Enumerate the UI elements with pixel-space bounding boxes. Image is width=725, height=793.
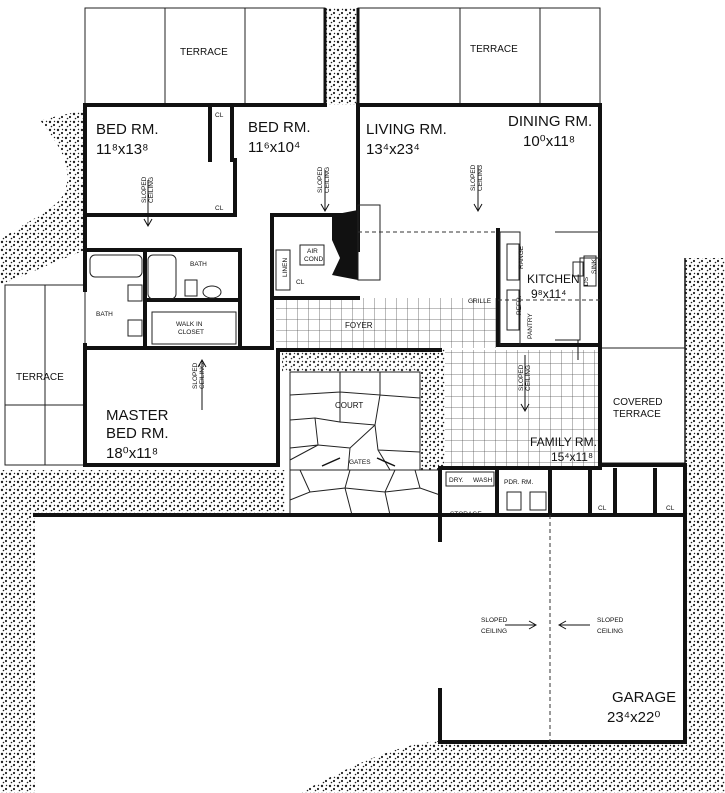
bed-room-2-dims: 11⁶x10⁴	[248, 139, 300, 156]
closet-label-c: CL	[296, 279, 305, 286]
garage-dims: 23⁴x22⁰	[607, 709, 660, 726]
closet-label-b: CL	[215, 205, 224, 212]
terrace-label-west: TERRACE	[16, 372, 64, 383]
linen-label: LINEN	[282, 258, 289, 277]
bath-master-label: BATH	[96, 311, 113, 318]
walk-in-label-1: WALK IN	[176, 321, 203, 328]
bed-room-1-name: BED RM.	[96, 121, 159, 138]
sloped-label-garage-left-1: SLOPED	[481, 617, 508, 624]
family-room-name: FAMILY RM.	[530, 435, 597, 449]
sloped-label-garage-right-2: CEILING	[597, 628, 623, 635]
terrace-label-top-right: TERRACE	[470, 44, 518, 55]
bed-room-1-dims: 11⁸x13⁸	[96, 141, 148, 158]
sloped-arrows	[143, 165, 590, 630]
grille-label: GRILLE	[468, 298, 492, 305]
court-paving	[289, 371, 441, 516]
walk-in-label-2: CLOSET	[178, 329, 204, 336]
bath-fixtures	[89, 244, 325, 345]
bath-upper-label: BATH	[190, 261, 207, 268]
family-room-dims: 15⁴x11⁸	[551, 450, 593, 464]
dining-room-dims: 10⁰x11⁸	[523, 133, 575, 150]
refr-label: REFR.	[516, 295, 523, 315]
powder-room-label: PDR. RM.	[504, 479, 533, 486]
air-cond-label-2: COND.	[304, 256, 325, 263]
storage-label: STORAGE	[450, 511, 482, 518]
gates-label: GATES	[349, 459, 371, 466]
kitchen-counters	[499, 231, 601, 346]
landscape-gravel	[0, 8, 725, 793]
walls	[33, 8, 687, 744]
kitchen-name: KITCHEN	[527, 272, 580, 286]
fireplace	[332, 210, 358, 280]
wash-label: WASH	[473, 477, 493, 484]
sloped-label-master-2: CEILING	[199, 363, 206, 389]
bed-room-2-name: BED RM.	[248, 119, 311, 136]
pdr-toilet	[506, 491, 522, 511]
family-floor	[445, 350, 600, 468]
sloped-label-living-2: CEILING	[477, 165, 484, 191]
master-name-line1: MASTER	[106, 407, 169, 424]
pantry-label: PANTRY	[527, 313, 534, 339]
terrace-label-top-left: TERRACE	[180, 47, 228, 58]
air-cond-label-1: AIR	[307, 248, 318, 255]
master-name-line2: BED RM.	[106, 425, 169, 442]
sloped-label-bed2-1: SLOPED	[317, 166, 324, 193]
ds-label: DS	[583, 276, 590, 286]
closet-label-e: CL	[666, 505, 675, 512]
closet-label-d: CL	[598, 505, 607, 512]
sloped-label-garage-left-2: CEILING	[481, 628, 507, 635]
court-label: COURT	[335, 401, 363, 410]
master-dims: 18⁰x11⁸	[106, 445, 158, 462]
sloped-label-garage-right-1: SLOPED	[597, 617, 624, 624]
sloped-label-master-1: SLOPED	[192, 362, 199, 389]
closet-label-a: CL	[215, 112, 224, 119]
dining-room-name: DINING RM.	[508, 113, 592, 130]
kitchen-dims: 9⁸x11⁴	[531, 287, 566, 301]
garage-name: GARAGE	[612, 689, 676, 706]
foyer-floor	[276, 298, 498, 348]
sloped-label-family-2: CEILING	[525, 365, 532, 391]
living-room-name: LIVING RM.	[366, 121, 447, 138]
foyer-label: FOYER	[345, 321, 373, 330]
range-label: RANGE	[518, 245, 525, 269]
pdr-sink	[529, 491, 547, 511]
covered-terrace-line2: TERRACE	[613, 409, 661, 420]
sloped-label-living-1: SLOPED	[470, 164, 477, 191]
sloped-label-bed1-1: SLOPED	[141, 176, 148, 203]
washer-dryer	[445, 471, 495, 487]
sink-label: SINK	[591, 258, 598, 274]
hearth	[357, 204, 381, 281]
sloped-label-bed1-2: CEILING	[148, 177, 155, 203]
sloped-label-bed2-2: CEILING	[324, 167, 331, 193]
covered-terrace-line1: COVERED	[613, 397, 662, 408]
dry-label: DRY.	[449, 477, 464, 484]
sloped-label-family-1: SLOPED	[518, 364, 525, 391]
living-room-dims: 13⁴x23⁴	[366, 141, 420, 158]
